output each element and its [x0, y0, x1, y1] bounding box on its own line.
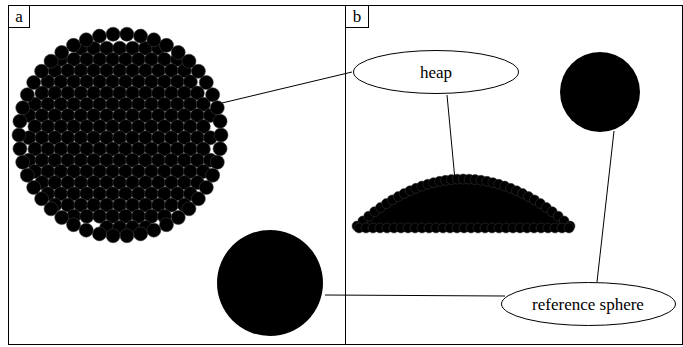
heap-grain — [79, 33, 93, 47]
heap-grain — [213, 142, 227, 156]
leader-line — [597, 131, 614, 282]
heap-grain — [67, 38, 81, 52]
node-text: b — [353, 8, 362, 25]
heap-grain — [92, 29, 106, 43]
heap-grain — [106, 229, 120, 243]
heap-grain — [210, 155, 224, 169]
heap-grain — [106, 27, 120, 41]
leader-line — [447, 95, 455, 180]
callout-ellipse: reference sphere — [501, 282, 676, 326]
leader-line — [222, 72, 352, 103]
frame — [9, 6, 683, 345]
heap-grain — [214, 128, 228, 142]
reference-sphere-b — [560, 52, 640, 132]
heap-grain — [92, 227, 106, 241]
heap-grain — [27, 180, 41, 194]
heap-grain — [147, 223, 161, 237]
leader-line — [325, 295, 505, 296]
heap-grain — [213, 114, 227, 128]
panel-label: b — [345, 5, 369, 28]
heap-grain — [199, 76, 213, 90]
panel-divider — [345, 6, 346, 345]
heap-grain — [13, 142, 27, 156]
heap-grain — [120, 229, 134, 243]
node-text: reference sphere — [532, 296, 644, 313]
heap-grain — [206, 168, 220, 182]
heap-grain — [12, 128, 26, 142]
heap-top-view — [12, 27, 228, 243]
panel-label: a — [8, 5, 30, 28]
heap-grain — [20, 88, 34, 102]
heap-grain — [134, 29, 148, 43]
reference-sphere-a — [217, 230, 323, 336]
heap-grain — [206, 88, 220, 102]
heap-grain — [16, 155, 30, 169]
node-text: heap — [420, 64, 452, 81]
heap-grain — [564, 223, 574, 233]
heap-grain — [159, 218, 173, 232]
callout-ellipse: heap — [353, 50, 519, 94]
heap-grain — [16, 101, 30, 115]
ellipse-outline — [501, 283, 675, 326]
heap-grain — [20, 168, 34, 182]
node-text: a — [15, 8, 23, 25]
ellipse-outline — [354, 51, 519, 94]
heap-grain — [134, 227, 148, 241]
heap-grain — [120, 27, 134, 41]
heap-grain — [147, 33, 161, 47]
heap-grain — [79, 223, 93, 237]
heap-side-view — [352, 174, 575, 233]
heap-grain — [80, 209, 94, 223]
heap-grain — [13, 114, 27, 128]
